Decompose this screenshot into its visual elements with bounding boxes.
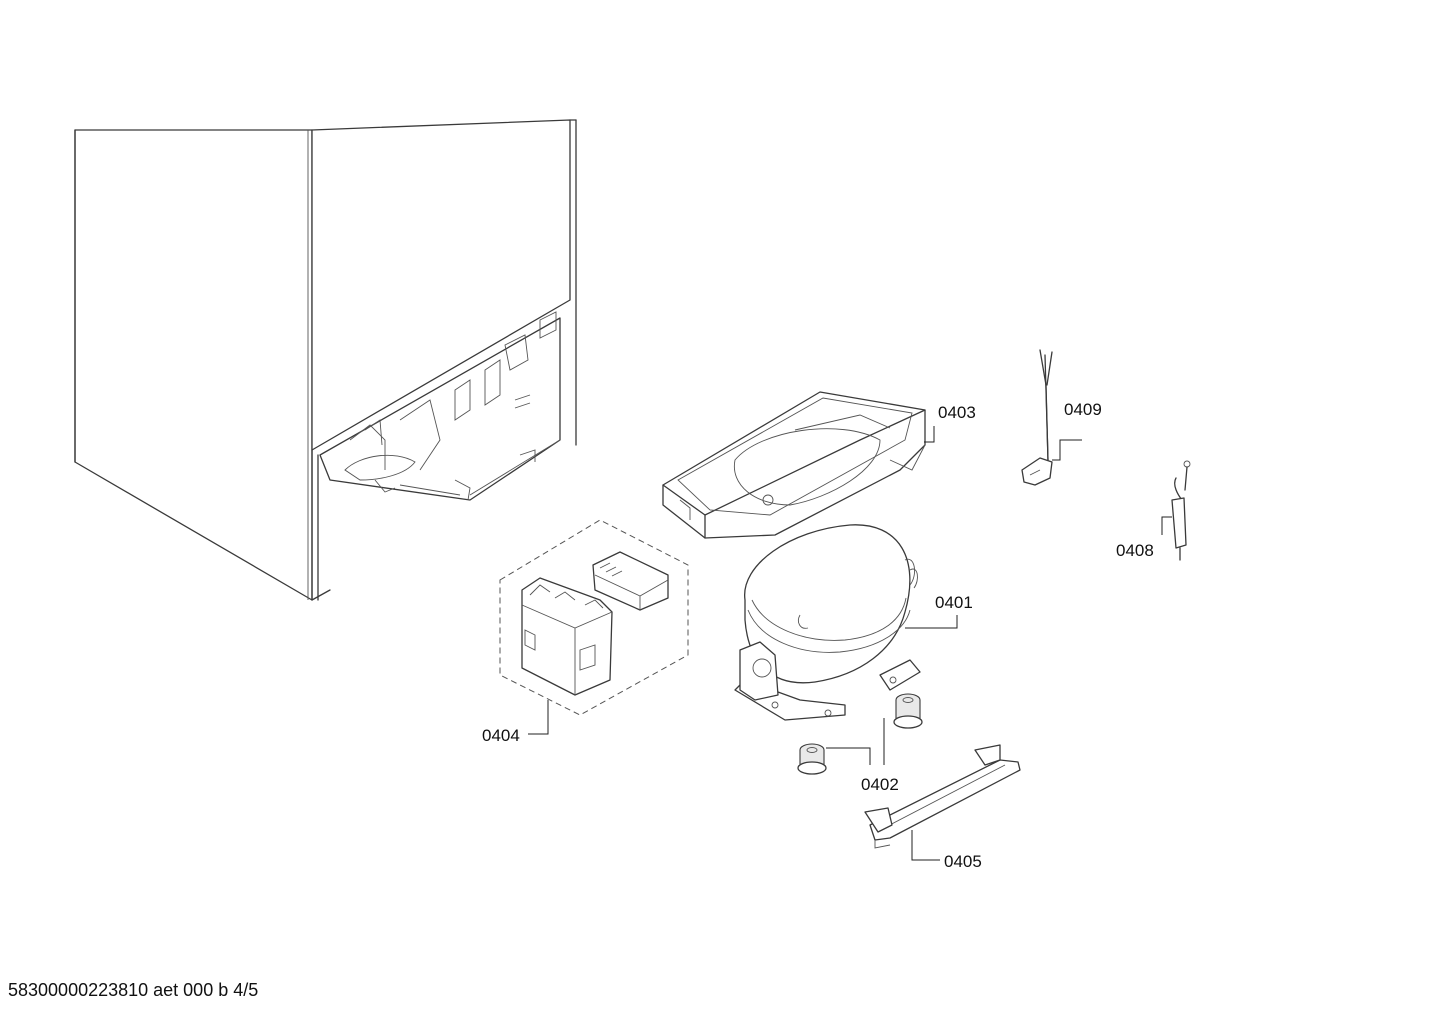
grommet-part-0402 <box>797 693 923 775</box>
document-id-footer: 58300000223810 aet 000 b 4/5 <box>8 980 259 1000</box>
callout-0409: 0409 <box>1064 400 1102 419</box>
compressor-compartment <box>319 311 561 501</box>
callout-0401: 0401 <box>935 593 973 612</box>
callout-0403: 0403 <box>938 403 976 422</box>
mounting-rail-part-0405 <box>864 744 1021 849</box>
appliance-cabinet <box>74 119 577 601</box>
compressor-part-0401 <box>734 524 921 721</box>
callout-0405: 0405 <box>944 852 982 871</box>
callout-0404: 0404 <box>482 726 520 745</box>
callout-labels: 0403 0409 0408 0401 0404 0402 0405 <box>482 400 1154 871</box>
starter-relay-part-0404 <box>499 519 689 716</box>
callout-0408: 0408 <box>1116 541 1154 560</box>
power-cable-part-0409 <box>1021 349 1053 486</box>
thermostat-sensor-part-0408 <box>1171 460 1191 561</box>
drip-tray-part-0403 <box>662 391 926 539</box>
callout-leaders <box>528 426 1172 861</box>
callout-0402: 0402 <box>861 775 899 794</box>
